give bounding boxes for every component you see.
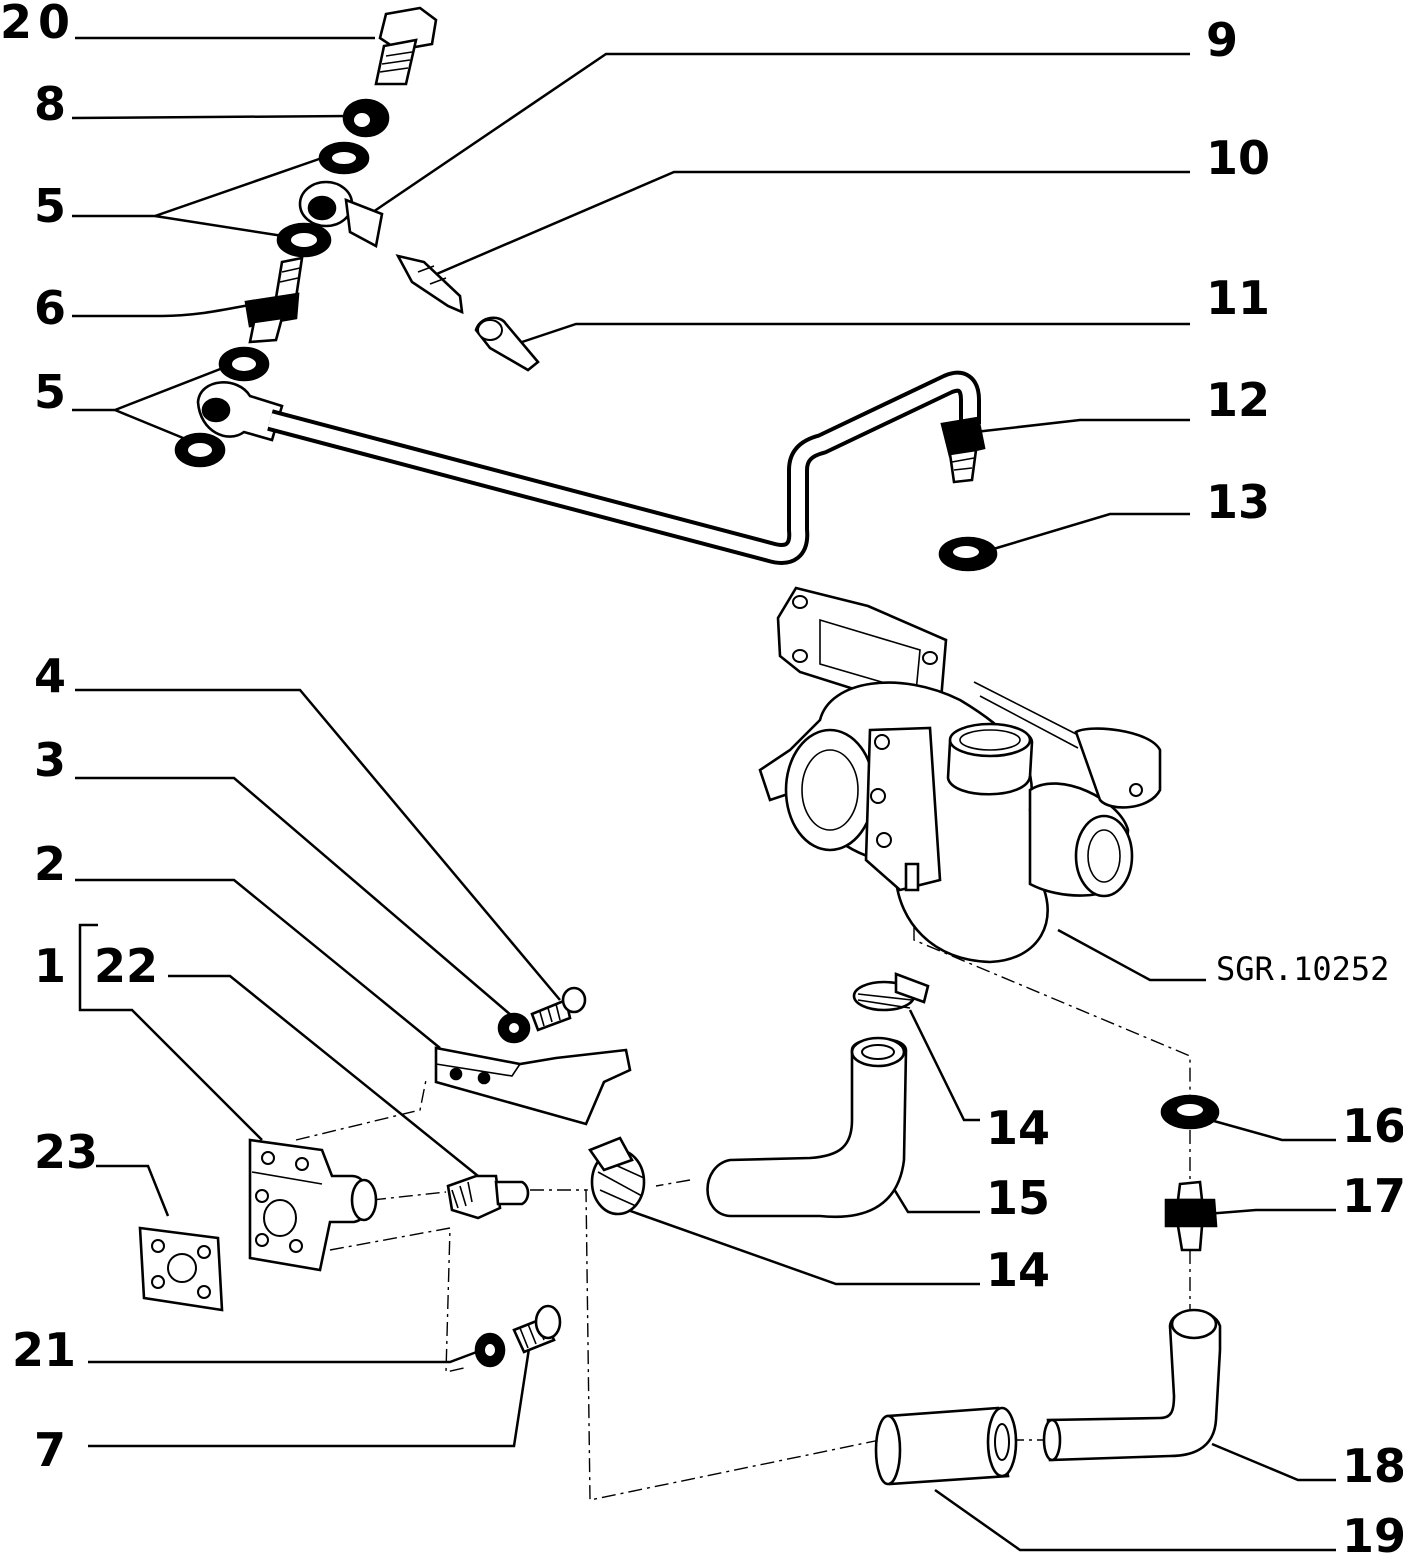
filter-sleeve-part-11 — [474, 316, 540, 372]
hose-part-15 — [706, 1036, 908, 1219]
turbocharger-illustration — [758, 586, 1162, 964]
callout-21: 21 — [12, 1323, 76, 1377]
drawing-reference-code: SGR.10252 — [1216, 950, 1389, 988]
leader-lines — [71, 36, 1336, 1552]
callout-18: 18 — [1342, 1439, 1403, 1493]
callout-16: 16 — [1342, 1099, 1403, 1153]
nut-part-8 — [342, 98, 390, 138]
oil-feed-pipe — [267, 370, 981, 565]
hose-clamp-part-14-lower — [587, 1136, 646, 1216]
callout-9: 9 — [1206, 13, 1238, 67]
washer-part-5-c — [218, 346, 270, 382]
callout-3: 3 — [34, 733, 66, 787]
hose-clamp-part-14-upper — [852, 972, 930, 1012]
callout-6: 6 — [34, 281, 66, 335]
bolt-part-7 — [512, 1304, 562, 1354]
callout-14-lower: 14 — [986, 1243, 1050, 1297]
washer-part-5-a — [318, 141, 370, 175]
washer-part-16 — [1160, 1094, 1220, 1130]
washer-part-13 — [938, 536, 998, 572]
callout-19: 19 — [1342, 1509, 1403, 1555]
callout-11: 11 — [1206, 271, 1270, 325]
bolt-part-4 — [530, 986, 587, 1032]
callout-8: 8 — [34, 77, 66, 131]
callout-12: 12 — [1206, 373, 1270, 427]
restrictor-part-10 — [395, 254, 464, 315]
washer-part-21 — [474, 1332, 506, 1368]
washer-part-5-b — [276, 222, 332, 258]
flange-part-1 — [248, 1138, 378, 1272]
banjo-bolt-part-20 — [374, 6, 438, 86]
hose-part-19 — [874, 1406, 1018, 1486]
callout-10: 10 — [1206, 131, 1270, 185]
callout-2: 2 — [34, 837, 66, 891]
union-part-22 — [446, 1174, 530, 1220]
callout-22: 22 — [94, 939, 158, 993]
callout-5-lower: 5 — [34, 365, 66, 419]
washer-part-3 — [497, 1012, 531, 1044]
gasket-part-23 — [138, 1226, 224, 1312]
banjo-fitting-part-9 — [298, 180, 384, 248]
callout-5-upper: 5 — [34, 179, 66, 233]
callout-23: 23 — [34, 1125, 98, 1179]
callout-15: 15 — [986, 1171, 1050, 1225]
callout-1: 1 — [34, 939, 66, 993]
callout-7: 7 — [34, 1423, 66, 1477]
callout-14-upper: 14 — [986, 1101, 1050, 1155]
callout-20: 20 — [0, 0, 76, 49]
union-part-6 — [244, 256, 304, 344]
washer-part-5-d — [174, 432, 226, 468]
callout-17: 17 — [1342, 1169, 1403, 1223]
bracket-part-2 — [434, 1046, 632, 1126]
callout-13: 13 — [1206, 475, 1270, 529]
pipe-fitting-part-12 — [940, 416, 986, 484]
pipe-part-18 — [1042, 1308, 1222, 1462]
union-part-17 — [1164, 1180, 1218, 1252]
pipe-elbow-part-12-line — [196, 381, 284, 442]
callout-4: 4 — [34, 649, 66, 703]
